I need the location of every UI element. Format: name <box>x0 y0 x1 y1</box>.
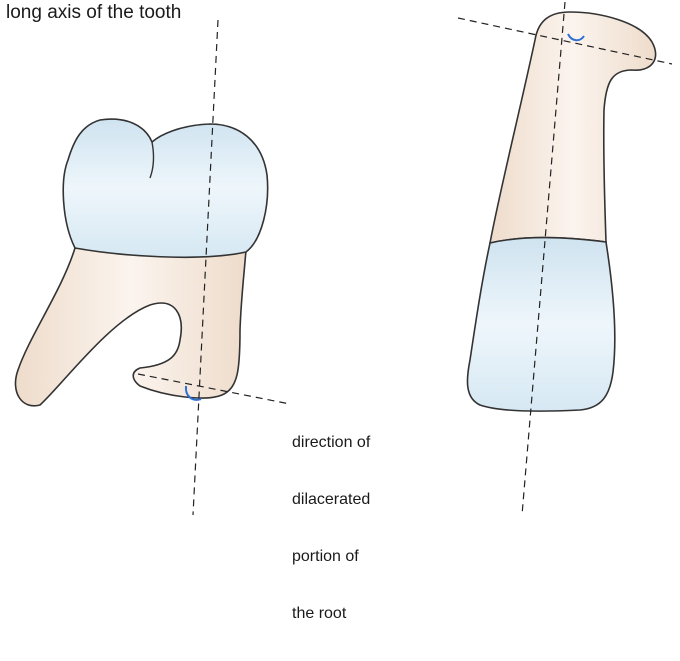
left-tooth-root <box>15 248 246 406</box>
dilaceration-note-line-2: dilacerated <box>292 490 370 509</box>
dilaceration-note-line-4: the root <box>292 604 370 623</box>
dilaceration-note-label: direction of dilacerated portion of the … <box>292 395 370 661</box>
right-tooth-root <box>490 12 656 243</box>
right-tooth <box>467 12 655 411</box>
dilaceration-note-line-3: portion of <box>292 547 370 566</box>
dilaceration-diagram: long axis of the tooth direction of dila… <box>0 0 680 516</box>
left-tooth <box>15 119 267 406</box>
long-axis-label: long axis of the tooth <box>6 2 181 24</box>
left-tooth-crown <box>63 119 267 257</box>
right-tooth-crown <box>467 238 614 412</box>
dilaceration-note-line-1: direction of <box>292 433 370 452</box>
